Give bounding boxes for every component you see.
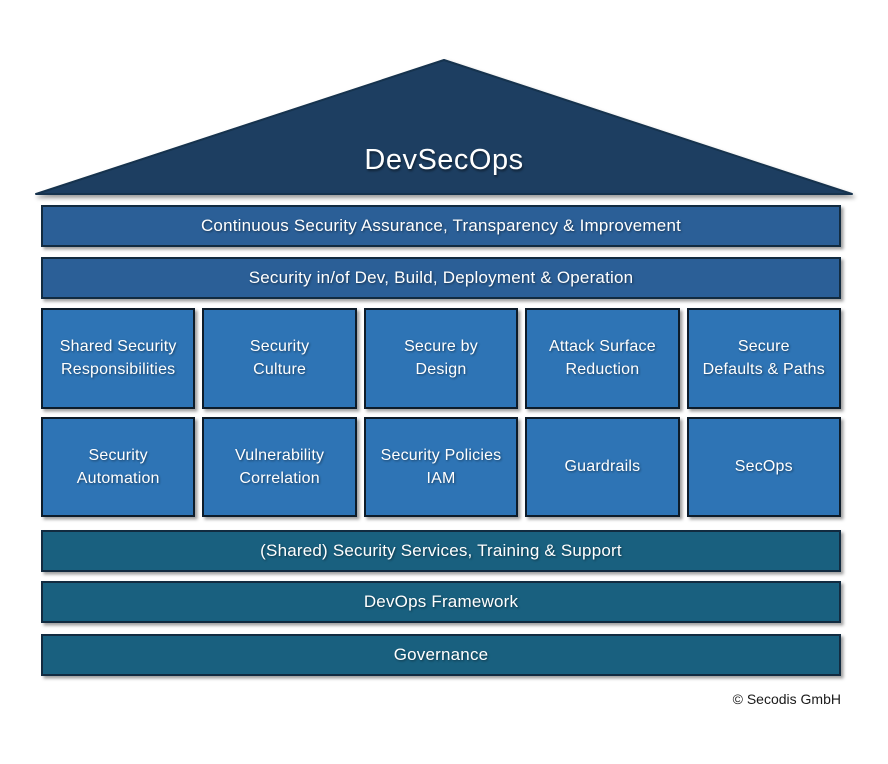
bar-governance: Governance — [41, 634, 841, 676]
box-secops: SecOps — [686, 416, 841, 517]
box-security-policies-iam: Security Policies IAM — [363, 416, 519, 517]
box-shared-security-responsibilities: Shared Security Responsibilities — [41, 308, 196, 409]
practice-grid: Shared Security Responsibilities Securit… — [41, 308, 841, 517]
box-guardrails: Guardrails — [525, 416, 680, 517]
box-vulnerability-correlation: Vulnerability Correlation — [202, 416, 357, 517]
copyright-notice: © Secodis GmbH — [732, 691, 841, 707]
bar-shared-security-services: (Shared) Security Services, Training & S… — [41, 530, 841, 572]
bar-security-in-of-dev: Security in/of Dev, Build, Deployment & … — [41, 257, 841, 299]
bar-devops-framework: DevOps Framework — [41, 581, 841, 623]
box-secure-defaults-paths: Secure Defaults & Paths — [686, 308, 841, 409]
box-attack-surface-reduction: Attack Surface Reduction — [525, 308, 680, 409]
box-secure-by-design: Secure by Design — [363, 308, 519, 409]
roof-triangle — [35, 59, 853, 195]
diagram-title: DevSecOps — [364, 144, 524, 176]
bar-continuous-security-assurance: Continuous Security Assurance, Transpare… — [41, 205, 841, 247]
box-security-automation: Security Automation — [41, 416, 196, 517]
box-security-culture: Security Culture — [202, 308, 357, 409]
